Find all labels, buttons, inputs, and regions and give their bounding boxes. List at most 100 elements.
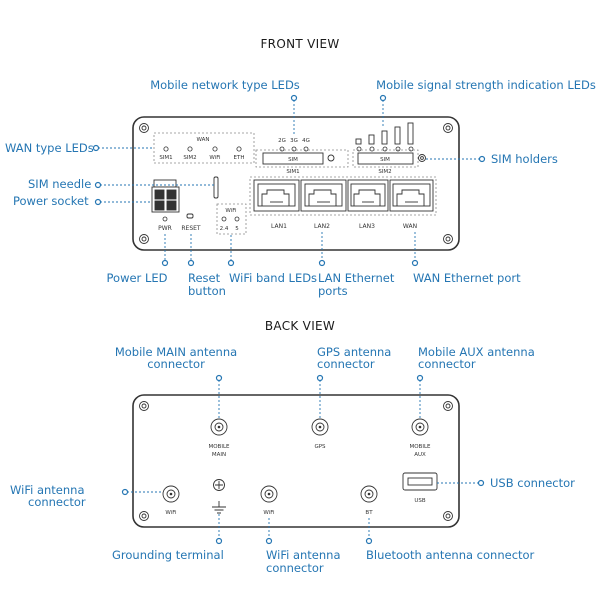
callout-mobile-network-type-leds: Mobile network type LEDs <box>150 78 300 92</box>
wan-port-label: WAN <box>403 223 417 230</box>
led-sim2 <box>187 146 193 152</box>
wifi-mid-label: WiFi <box>263 510 275 516</box>
callout-sim-holders: SIM holders <box>491 152 558 166</box>
front-panel: WAN SIM1 SIM2 WiFi ETH 2G 3G 4G <box>132 116 460 251</box>
callout-mobile-main-line2: connector <box>147 357 205 371</box>
led-band-5 <box>234 216 240 222</box>
usb-connector <box>402 472 438 491</box>
grounding-terminal <box>212 479 226 514</box>
wan-type-led-group: WAN SIM1 SIM2 WiFi ETH <box>153 132 255 164</box>
led-sim2-label: SIM2 <box>183 155 196 161</box>
port-lan2 <box>300 179 347 212</box>
callout-mobile-aux-line1: Mobile AUX antenna <box>418 345 535 359</box>
bt-connector <box>360 485 378 503</box>
callout-mobile-signal-strength-leds: Mobile signal strength indication LEDs <box>376 78 596 92</box>
signal-bar-5 <box>407 122 414 145</box>
callout-usb-connector: USB connector <box>490 476 575 490</box>
signal-bar-3 <box>381 130 388 145</box>
led-wifi <box>212 146 218 152</box>
callout-wifi-band-leds: WiFi band LEDs <box>229 271 317 285</box>
ethernet-ports: LAN1 LAN2 LAN3 WAN <box>249 176 437 230</box>
wan-group-label: WAN <box>196 137 209 143</box>
power-led <box>162 216 168 222</box>
power-socket <box>151 179 180 213</box>
mobile-aux-connector <box>411 418 429 436</box>
led-wifi-label: WiFi <box>209 155 221 161</box>
callout-wifi-left-line2: connector <box>28 495 86 509</box>
sim-needle <box>213 176 219 199</box>
gps-label: GPS <box>314 444 326 450</box>
sim-eject-hole-1 <box>327 154 335 162</box>
lan1-label: LAN1 <box>271 223 287 230</box>
callout-reset-line1: Reset <box>188 271 221 285</box>
led-2g-label: 2G <box>278 138 286 144</box>
sim2-slot-label: SIM2 <box>378 169 391 175</box>
wifi-mid-connector <box>260 485 278 503</box>
callout-wifi-mid-line2: connector <box>266 561 324 575</box>
wifi-left-label: WiFi <box>165 510 177 516</box>
callout-wan-type-leds: WAN type LEDs <box>5 141 94 155</box>
port-lan3 <box>347 179 389 212</box>
callout-grounding-terminal: Grounding terminal <box>112 548 224 562</box>
back-view-title: BACK VIEW <box>265 319 335 333</box>
gps-connector <box>311 418 329 436</box>
ground-icon <box>212 501 226 514</box>
callout-power-socket: Power socket <box>13 194 89 208</box>
led-4g-label: 4G <box>302 138 310 144</box>
callout-reset-line2: button <box>188 284 226 298</box>
band-24-label: 2.4 <box>220 226 229 232</box>
front-callouts: Mobile network type LEDs Mobile signal s… <box>5 78 596 298</box>
back-mounting-holes <box>139 401 453 521</box>
callout-wifi-left-line1: WiFi antenna <box>10 483 85 497</box>
sim-tray-1 <box>262 152 324 165</box>
wifi-left-connector <box>162 485 180 503</box>
led-eth-label: ETH <box>234 155 245 161</box>
callout-lan-line1: LAN Ethernet <box>318 271 395 285</box>
reset-label: RESET <box>181 225 201 232</box>
callout-wifi-mid-line1: WiFi antenna <box>266 548 341 562</box>
callout-mobile-aux-line2: connector <box>418 357 476 371</box>
lan2-label: LAN2 <box>314 223 330 230</box>
front-mounting-holes <box>139 123 453 244</box>
mobile-aux-label-1: MOBILE <box>409 444 431 450</box>
bt-label: BT <box>365 510 373 516</box>
callout-gps-line2: connector <box>317 357 375 371</box>
sim-tray-1-label: SIM <box>288 157 298 163</box>
back-housing <box>132 394 460 528</box>
sim-tray-2-label: SIM <box>380 157 390 163</box>
led-sim1 <box>163 146 169 152</box>
callout-sim-needle: SIM needle <box>28 177 91 191</box>
callout-mobile-main-line1: Mobile MAIN antenna <box>115 345 237 359</box>
wifi-box-label: WiFi <box>225 208 237 214</box>
callout-bluetooth-connector: Bluetooth antenna connector <box>366 548 535 562</box>
wifi-band-led-group: WiFi 2.4 5 <box>216 203 247 235</box>
callout-power-led: Power LED <box>107 271 168 285</box>
lan3-label: LAN3 <box>359 223 375 230</box>
sim-tray-2 <box>357 152 414 165</box>
back-callouts: Mobile MAIN antenna connector GPS antenn… <box>10 345 575 575</box>
port-lan1 <box>253 179 300 212</box>
signal-bar-2 <box>368 134 375 145</box>
led-band-24 <box>221 216 227 222</box>
port-wan <box>389 179 434 212</box>
sim-eject-hole-2 <box>418 154 426 162</box>
led-eth <box>236 146 242 152</box>
band-5-label: 5 <box>235 226 239 232</box>
mobile-main-connector <box>210 418 228 436</box>
reset-button <box>186 213 194 219</box>
sim-holder-group: SIM SIM SIM1 SIM2 <box>255 149 426 175</box>
callout-gps-line1: GPS antenna <box>317 345 391 359</box>
callout-lan-line2: ports <box>318 284 348 298</box>
mobile-main-label-1: MOBILE <box>208 444 230 450</box>
mobile-main-label-2: MAIN <box>212 452 226 458</box>
led-3g-label: 3G <box>290 138 298 144</box>
pwr-label: PWR <box>158 225 172 232</box>
sim1-slot-label: SIM1 <box>286 169 299 175</box>
back-panel: MOBILE MAIN GPS MOBILE AUX USB WiFi <box>132 394 460 528</box>
usb-label: USB <box>414 498 426 504</box>
signal-bar-4 <box>394 126 401 145</box>
mobile-aux-label-2: AUX <box>414 452 426 458</box>
front-view-title: FRONT VIEW <box>260 37 339 51</box>
